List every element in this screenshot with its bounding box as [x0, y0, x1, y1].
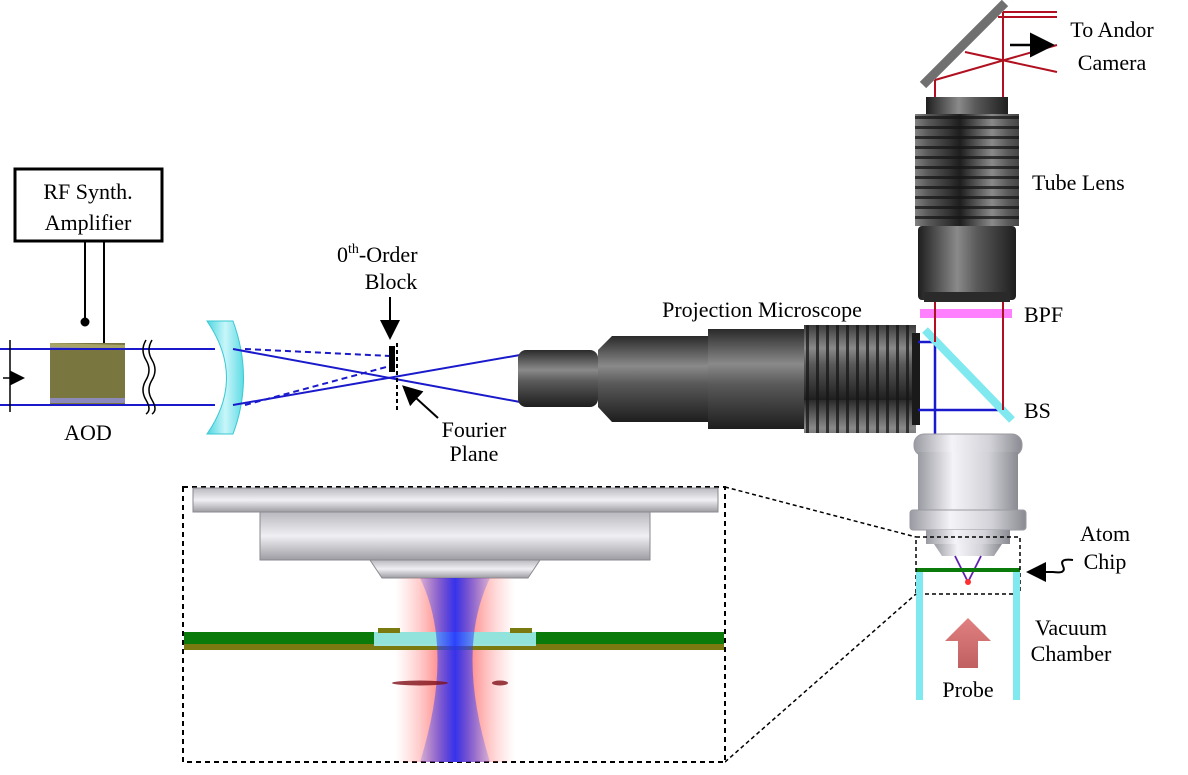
- imaging-beam-red: [934, 300, 1004, 410]
- fourier-label: Fourier: [442, 417, 507, 442]
- atom-cloud-dot: [965, 579, 971, 585]
- beam-break-marks: [3, 339, 156, 415]
- tube-lens: [915, 97, 1019, 302]
- amplifier-label: Amplifier: [45, 210, 132, 235]
- zero-order-block: [380, 297, 400, 412]
- collimated-beam-to-bs: [918, 340, 1004, 437]
- vacuum-label: Vacuum: [1035, 615, 1107, 640]
- projection-microscope: [518, 325, 920, 433]
- zoomed-inset: [182, 486, 726, 763]
- chamber-label: Chamber: [1031, 641, 1112, 666]
- zoom-region-box: [915, 536, 1021, 595]
- aod-label: AOD: [64, 420, 112, 445]
- fourier-arrow: [402, 385, 439, 419]
- rf-synth-amplifier-box: RF Synth. Amplifier: [13, 167, 164, 243]
- band-pass-filter: [920, 309, 1012, 318]
- converging-beams: [232, 348, 521, 406]
- beam-splitter: [922, 327, 1015, 423]
- chip-label: Chip: [1084, 549, 1127, 574]
- projection-microscope-label: Projection Microscope: [662, 297, 862, 322]
- atom-label: Atom: [1080, 521, 1130, 546]
- objective-lens: [909, 433, 1027, 556]
- rf-synth-label: RF Synth.: [43, 179, 132, 204]
- atom-chip-small: [916, 568, 1020, 572]
- fold-mirror: [919, 0, 1009, 89]
- block-label: Block: [365, 269, 418, 294]
- probe-arrow: [945, 618, 991, 668]
- focusing-lens: [206, 320, 244, 435]
- atom-chip-pointer: [1026, 558, 1074, 582]
- to-andor-label: To Andor: [1070, 17, 1154, 42]
- bpf-label: BPF: [1024, 302, 1063, 327]
- tube-lens-label: Tube Lens: [1032, 170, 1125, 195]
- plane-label: Plane: [450, 441, 499, 466]
- zoom-connector-lines: [724, 486, 917, 763]
- aod-crystal: [50, 343, 125, 405]
- zero-order-label: 0th-Order: [337, 242, 418, 267]
- vacuum-chamber: [916, 572, 1020, 700]
- input-beam: [0, 348, 215, 406]
- camera-label: Camera: [1078, 50, 1147, 75]
- bs-label: BS: [1024, 398, 1051, 423]
- probe-label: Probe: [942, 677, 993, 702]
